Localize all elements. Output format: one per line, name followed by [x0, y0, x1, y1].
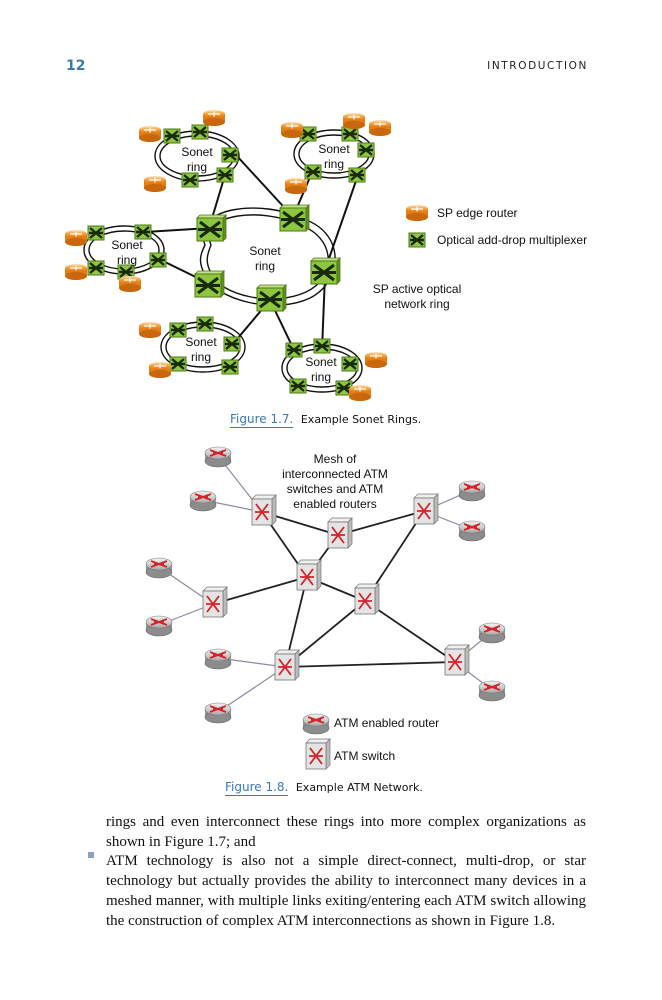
bullet-item: ATM technology is also not a simple dire… — [106, 851, 586, 931]
ring-label: ring — [191, 350, 211, 364]
mesh-annotation: Mesh of interconnected ATM switches and … — [282, 452, 388, 511]
ring-label: Sonet — [305, 355, 337, 369]
figure-1-7-caption-text: Example Sonet Rings. — [300, 413, 422, 426]
figure-1-8-link[interactable]: Figure 1.8. — [225, 780, 289, 796]
ring-labels: Sonet ring Sonet ring Sonet ring Sonet r… — [111, 142, 350, 384]
ring-label: ring — [324, 157, 344, 171]
ring-label: Sonet — [318, 142, 350, 156]
ring-label: ring — [255, 259, 275, 273]
mesh-label-line: enabled routers — [293, 497, 376, 511]
page-number: 12 — [66, 58, 86, 74]
body-paragraph: rings and even interconnect these rings … — [106, 812, 586, 852]
ring-label: Sonet — [111, 238, 143, 252]
mesh-label-line: switches and ATM — [287, 482, 383, 496]
central-oadm-nodes — [193, 203, 342, 313]
figure1-legend: SP edge router Optical add-drop multiple… — [405, 204, 587, 249]
ring-label: ring — [187, 160, 207, 174]
ring-label: ring — [311, 370, 331, 384]
legend-oadm-label: Optical add-drop multiplexer — [437, 233, 587, 247]
annotation-line: network ring — [384, 297, 449, 311]
legend-atm-switch-icon — [305, 738, 331, 770]
legend-router-label: SP edge router — [437, 206, 518, 220]
legend-atm-router-label: ATM enabled router — [334, 716, 439, 730]
atm-network-figure: Mesh of interconnected ATM switches and … — [145, 446, 506, 770]
bullet-text: ATM technology is also not a simple dire… — [106, 853, 586, 929]
sonet-rings-figure: Sonet ring Sonet ring Sonet ring Sonet r… — [64, 109, 587, 402]
figure-1-7-link[interactable]: Figure 1.7. — [230, 412, 294, 428]
paragraph-text: rings and even interconnect these rings … — [106, 814, 586, 850]
mesh-label-line: Mesh of — [314, 452, 357, 466]
legend-router-icon — [405, 204, 429, 222]
figure-1-8-caption-text: Example ATM Network. — [295, 781, 423, 794]
ring-label: Sonet — [249, 244, 281, 258]
legend-atm-switch-label: ATM switch — [334, 749, 395, 763]
atm-switches — [202, 493, 470, 681]
legend-atm-router-icon — [302, 713, 330, 735]
ring-label: Sonet — [185, 335, 217, 349]
legend-oadm-icon — [407, 231, 427, 249]
figure-1-7-caption: Figure 1.7. Example Sonet Rings. — [230, 412, 422, 428]
figure-1-8-caption: Figure 1.8. Example ATM Network. — [225, 780, 423, 796]
figure2-legend: ATM enabled router ATM switch — [302, 713, 439, 770]
mesh-label-line: interconnected ATM — [282, 467, 388, 481]
ring-label: Sonet — [181, 145, 213, 159]
ring-label: ring — [117, 253, 137, 267]
annotation-line: SP active optical — [373, 282, 462, 296]
bullet-marker — [88, 852, 94, 858]
section-title: INTRODUCTION — [487, 60, 588, 72]
